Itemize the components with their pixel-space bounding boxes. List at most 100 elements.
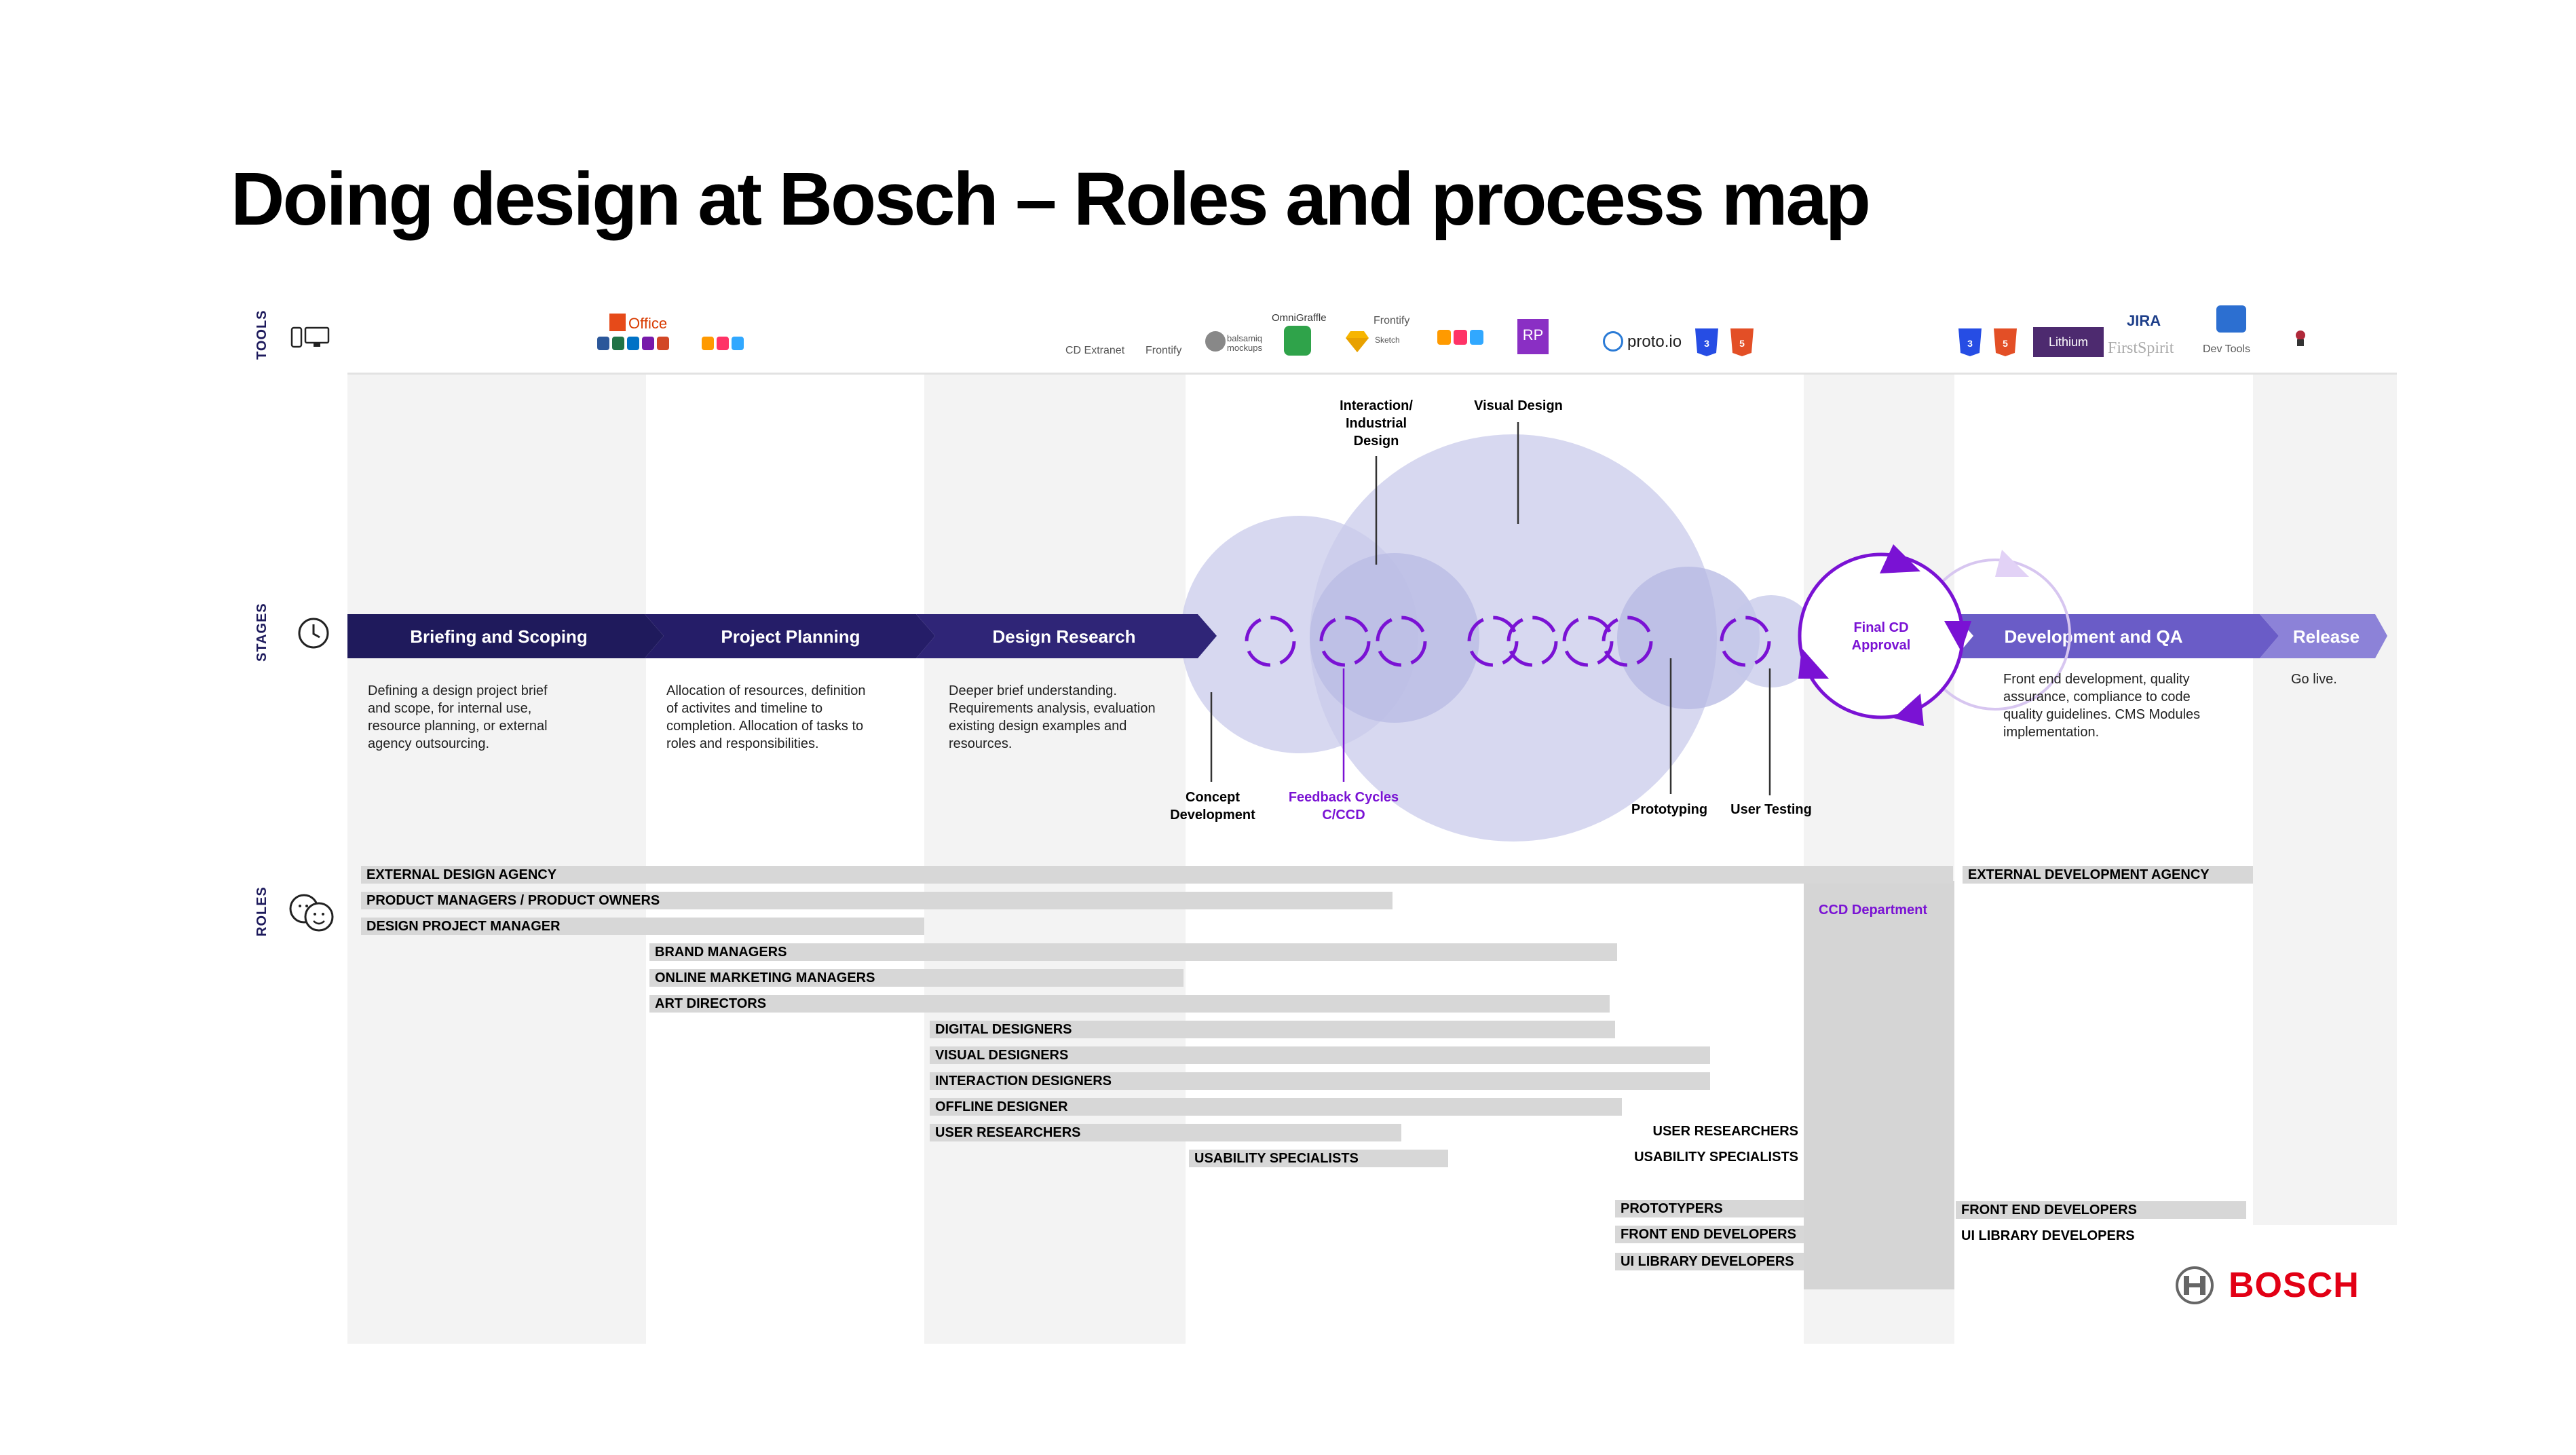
svg-text:5: 5 [1739,338,1745,349]
cycle-loop-3 [1376,616,1427,667]
onenote-icon [642,337,654,350]
prototyping-bubble [1617,567,1760,709]
lithium-badge: Lithium [2033,327,2104,357]
role-usability-specialists-2: USABILITY SPECIALISTS [1634,1150,1798,1165]
stage-release-chevron [2260,614,2387,658]
balsamiq-icon [1205,331,1226,352]
stage-release-desc: Go live. [2291,672,2337,687]
illustrator-icon [702,337,714,350]
final-cd-arrow-bottom [1893,694,1924,726]
svg-text:3: 3 [1704,338,1709,349]
interaction-bubble [1310,553,1479,723]
bosch-logo-icon [2174,1265,2215,1306]
excel-icon [612,337,624,350]
cycle-loop-1 [1245,616,1296,667]
cd-extranet-label: CD Extranet [1065,345,1125,356]
office-label: Office [628,315,668,332]
devtools-label: Dev Tools [2203,343,2250,355]
stage-planning-chevron [645,614,935,658]
firstspirit-label: FirstSpirit [2108,339,2174,357]
cycle-loop-2 [1319,616,1371,667]
balsamiq-label: balsamiq mockups [1227,333,1263,353]
photoshop-2-icon [1470,330,1483,345]
feedback-cycle-loops [1245,616,1771,667]
final-cd-arrow-left [1798,648,1829,679]
frontify-label: Frontify [1145,345,1182,356]
photoshop-icon [732,337,744,350]
final-cd-approval-label: Final CD Approval [1851,620,1911,653]
final-cd-arrow-right [1944,621,1971,651]
column-design-research [924,373,1186,1344]
feedback-cycles-label: Feedback Cycles C/CCD [1288,790,1399,823]
final-cd-cycle [1798,544,2071,726]
cycle-loop-4 [1467,616,1519,667]
devtools-icon [2216,305,2246,333]
role-user-researchers: USER RESEARCHERS [930,1124,1401,1141]
cycle-loop-5 [1507,616,1558,667]
stage-planning-desc: Allocation of resources, definition of a… [666,683,866,751]
final-cd-arrow-top [1880,544,1920,573]
user-testing-label: User Testing [1730,802,1812,817]
stage-briefing-label: Briefing and Scoping [410,626,587,647]
role-prototypers: PROTOTYPERS [1615,1200,1804,1217]
people-icon [286,892,337,933]
omnigraffle-label: OmniGraffle [1272,312,1327,324]
interaction-design-label: Interaction/ Industrial Design [1340,398,1413,449]
html-2-icon: 5 [1992,326,2018,357]
role-front-end-developers: FRONT END DEVELOPERS [1615,1226,1804,1243]
frontify-2-label: Frontify [1374,315,1410,326]
stage-research-label: Design Research [993,626,1136,647]
role-usability-specialists: USABILITY SPECIALISTS [1189,1150,1448,1167]
indesign-icon [717,337,729,350]
role-ui-library-developers-2: UI LIBRARY DEVELOPERS [1961,1228,2135,1243]
cycle-loop-7 [1602,616,1653,667]
cycle-loop-6 [1562,616,1614,667]
protoio-icon [1603,331,1623,352]
devices-icon [290,326,331,349]
role-interaction-designers: INTERACTION DESIGNERS [930,1072,1710,1090]
plugin-icon [2294,330,2307,347]
stage-briefing-desc: Defining a design project brief and scop… [368,683,548,751]
powerpoint-icon [657,337,669,350]
ccd-department-block [1804,881,1954,1289]
final-cd-ghost-arrow-1 [1995,550,2029,577]
role-front-end-developers-2: FRONT END DEVELOPERS [1956,1201,2246,1219]
role-offline-designer: OFFLINE DESIGNER [930,1098,1622,1116]
prototyping-label: Prototyping [1631,802,1708,817]
omnigraffle-icon [1284,326,1311,356]
bosch-logo-text: BOSCH [2229,1266,2360,1305]
stage-chevrons [347,614,2387,658]
word-icon [597,337,609,350]
tools-divider [347,373,2397,375]
visual-design-label: Visual Design [1474,398,1563,413]
role-art-directors: ART DIRECTORS [649,995,1610,1013]
office-icon [609,314,626,331]
stage-dev-desc: Front end development, quality assurance… [2003,672,2201,740]
stage-dev-chevron [1954,614,2279,658]
svg-text:3: 3 [1967,338,1973,349]
jira-label: JIRA [2127,312,2161,329]
role-user-researchers-2: USER RESEARCHERS [1652,1124,1798,1139]
visual-design-bubble [1310,434,1717,842]
protoio-label: proto.io [1627,333,1682,351]
stage-research-chevron [916,614,1217,658]
role-ui-library-developers: UI LIBRARY DEVELOPERS [1615,1253,1804,1270]
role-visual-designers: VISUAL DESIGNERS [930,1046,1710,1064]
role-brand-managers: BRAND MANAGERS [649,943,1617,961]
stage-planning-label: Project Planning [721,626,860,647]
role-product-managers: PRODUCT MANAGERS / PRODUCT OWNERS [361,892,1393,909]
outlook-icon [627,337,639,350]
sketch-icon [1345,330,1369,353]
cycle-loop-8 [1720,616,1771,667]
role-external-development-agency: EXTERNAL DEVELOPMENT AGENCY [1963,866,2253,884]
role-design-project-manager: DESIGN PROJECT MANAGER [361,918,924,935]
clock-icon [297,616,330,650]
illustrator-2-icon [1437,330,1451,345]
css-icon: 3 [1694,326,1720,357]
bubbles [1181,434,1817,842]
role-online-marketing-managers: ONLINE MARKETING MANAGERS [649,969,1183,987]
concept-development-label: Concept Development [1170,790,1255,823]
role-digital-designers: DIGITAL DESIGNERS [930,1021,1615,1038]
column-briefing [347,373,646,1344]
css-2-icon: 3 [1957,326,1983,357]
